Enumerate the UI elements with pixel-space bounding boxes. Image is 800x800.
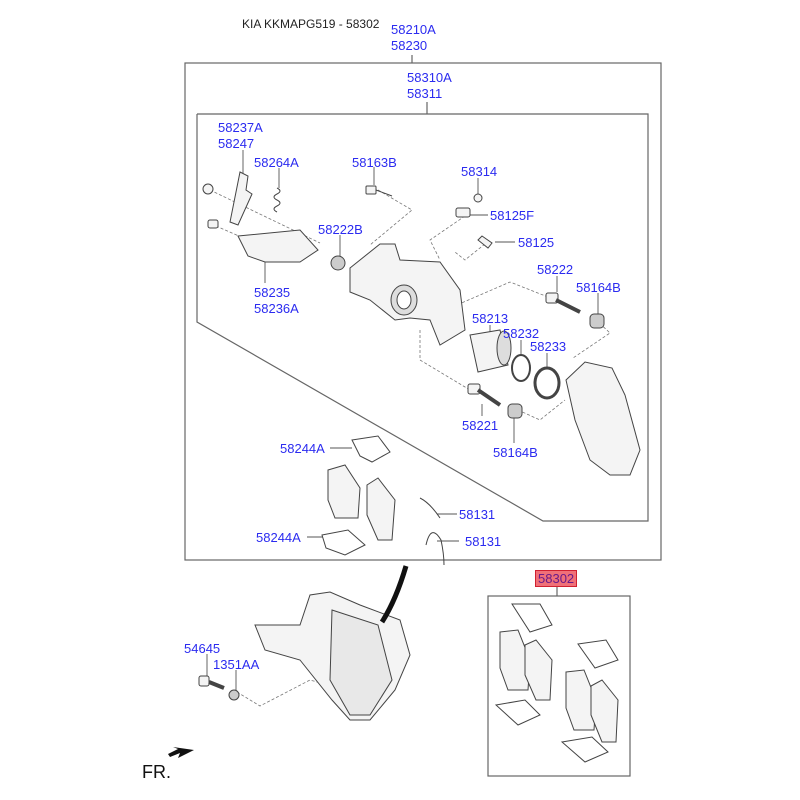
part-label-58222B[interactable]: 58222B xyxy=(318,222,363,237)
part-label-58247[interactable]: 58247 xyxy=(218,136,255,151)
part-label-58310A[interactable]: 58310A xyxy=(407,70,452,85)
front-direction-label: FR. xyxy=(142,762,171,782)
part-label-58230[interactable]: 58230 xyxy=(391,38,428,53)
part-label-58264A[interactable]: 58264A xyxy=(254,155,299,170)
part-label-58232[interactable]: 58232 xyxy=(503,326,540,341)
part-label-58131-lower[interactable]: 58131 xyxy=(465,534,502,549)
part-label-58311[interactable]: 58311 xyxy=(407,86,443,101)
part-label-58163B[interactable]: 58163B xyxy=(352,155,397,170)
outer-frame xyxy=(184,55,662,561)
part-label-58213[interactable]: 58213 xyxy=(472,311,509,326)
part-label-58237A[interactable]: 58237A xyxy=(218,120,263,135)
part-label-58125[interactable]: 58125 xyxy=(518,235,555,250)
part-label-58222[interactable]: 58222 xyxy=(537,262,574,277)
part-label-58236A[interactable]: 58236A xyxy=(254,301,299,316)
connector-curve xyxy=(379,565,409,624)
part-label-58233[interactable]: 58233 xyxy=(530,339,567,354)
part-label-58131-upper[interactable]: 58131 xyxy=(459,507,496,522)
part-label-54645[interactable]: 54645 xyxy=(184,641,221,656)
diagram-title: KIA KKMAPG519 - 58302 xyxy=(242,17,380,31)
part-sketches xyxy=(198,171,641,763)
part-label-58314[interactable]: 58314 xyxy=(461,164,498,179)
part-label-58164B-upper[interactable]: 58164B xyxy=(576,280,621,295)
part-label-58302-highlighted[interactable]: 58302 xyxy=(535,570,578,587)
part-label-1351AA[interactable]: 1351AA xyxy=(213,657,260,672)
part-label-58244A-upper[interactable]: 58244A xyxy=(280,441,325,456)
part-label-58235[interactable]: 58235 xyxy=(254,285,291,300)
part-label-58221[interactable]: 58221 xyxy=(462,418,499,433)
part-label-58210A[interactable]: 58210A xyxy=(391,22,436,37)
part-label-58164B-lower[interactable]: 58164B xyxy=(493,445,538,460)
part-label-58125F[interactable]: 58125F xyxy=(490,208,535,223)
front-direction-arrow xyxy=(168,747,194,758)
part-label-58244A-lower[interactable]: 58244A xyxy=(256,530,301,545)
